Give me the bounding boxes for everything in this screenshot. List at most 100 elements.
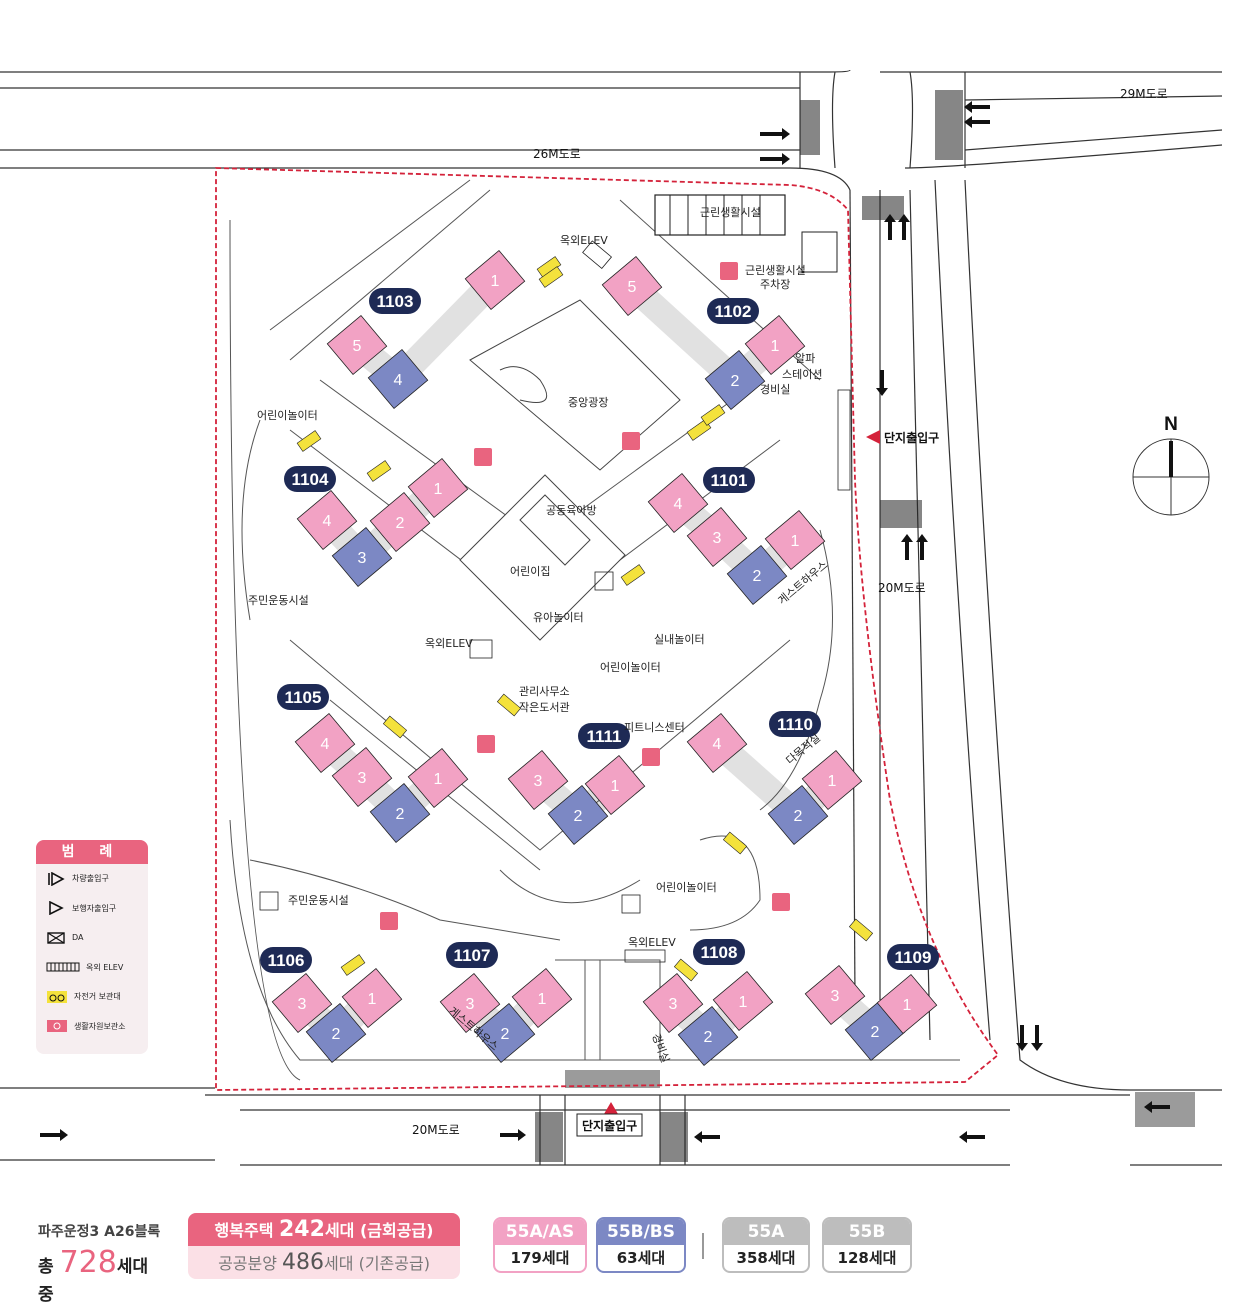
unit-number: 2 — [396, 806, 405, 823]
happy-housing-row: 행복주택 242세대 (금회공급) — [188, 1213, 460, 1246]
unit-block — [407, 457, 469, 519]
unit-number: 1 — [739, 994, 748, 1011]
block-name: 파주운정3 A26블록 — [38, 1224, 161, 1240]
label-commercial-parking: 근린생활시설 — [745, 263, 806, 277]
vehicle-entrance-icon — [48, 871, 65, 886]
unit-number: 5 — [353, 338, 362, 355]
unit-number: 2 — [501, 1026, 510, 1043]
unit-block — [704, 349, 766, 411]
type-chip-55b-bs: 55B/BS 63세대 — [596, 1217, 686, 1273]
unit-number: 2 — [574, 808, 583, 825]
road-label-20m-south: 20M도로 — [412, 1123, 460, 1137]
unit-number: 2 — [753, 568, 762, 585]
legend-label: DA — [72, 933, 84, 943]
label-alpha-station: 알파 — [795, 351, 815, 365]
type-chip-55a-as: 55A/AS 179세대 — [493, 1217, 587, 1273]
unit-number: 2 — [396, 515, 405, 532]
unit-number: 4 — [321, 736, 330, 753]
unit-number: 1 — [434, 481, 443, 498]
unit-block — [296, 489, 358, 551]
unit-block — [686, 506, 748, 568]
unit-block — [876, 973, 938, 1035]
total-count: 728 — [59, 1245, 117, 1280]
building-number: 1103 — [377, 292, 414, 311]
unit-block — [642, 972, 704, 1034]
unit-number: 1 — [791, 533, 800, 550]
unit-number: 1 — [903, 997, 912, 1014]
unit-number: 1 — [611, 778, 620, 795]
unit-number: 4 — [713, 736, 722, 753]
unit-block — [511, 967, 573, 1029]
legend-item-pedestrian-entrance: 보행자출입구 — [36, 894, 148, 924]
building-number: 1101 — [711, 471, 748, 490]
unit-block — [601, 255, 663, 317]
supply-breakdown: 행복주택 242세대 (금회공급) 공공분양 486세대 (기존공급) — [188, 1213, 460, 1279]
unit-block — [407, 747, 469, 809]
unit-block — [369, 491, 431, 553]
building-badge — [703, 467, 755, 493]
public-sale-row: 공공분양 486세대 (기존공급) — [188, 1246, 460, 1279]
label-guard-top: 경비실 — [760, 383, 790, 396]
label-childcare: 공동육아방 — [546, 504, 597, 517]
road-label-29m: 29M도로 — [1120, 87, 1168, 101]
outdoor-elev-icon — [46, 962, 80, 972]
unit-block — [439, 972, 501, 1034]
unit-block — [686, 712, 748, 774]
compass: N — [1132, 414, 1210, 516]
unit-number: 4 — [674, 496, 683, 513]
legend: 범 례 차량출입구 보행자출입구 DA 옥외 ELEV 자전거 보관대 생활자원… — [36, 840, 148, 1054]
building-badge — [260, 947, 312, 973]
unit-number: 3 — [298, 996, 307, 1013]
unit-number: 2 — [871, 1024, 880, 1041]
label-resident-sports-1: 주민운동시설 — [248, 594, 309, 607]
label-office: 관리사무소 — [519, 685, 570, 698]
building-number: 1110 — [777, 715, 813, 734]
legend-item-vehicle-entrance: 차량출입구 — [36, 864, 148, 894]
building-badge — [693, 939, 745, 965]
label-office-2: 작은도서관 — [519, 701, 570, 714]
label-commercial-parking-2: 주차장 — [760, 278, 790, 291]
unit-block — [341, 967, 403, 1029]
legend-item-outdoor-elev: 옥외 ELEV — [36, 953, 148, 983]
unit-number: 3 — [713, 530, 722, 547]
legend-label: 생활자원보관소 — [74, 1021, 126, 1031]
label-commercial: 근린생활시설 — [700, 205, 761, 219]
unit-number: 1 — [434, 771, 443, 788]
legend-item-recycle-storage: 생활자원보관소 — [36, 1012, 148, 1042]
unit-block — [801, 749, 863, 811]
unit-block — [712, 970, 774, 1032]
unit-block — [367, 348, 429, 410]
unit-number: 2 — [704, 1029, 713, 1046]
type-chip-55b: 55B 128세대 — [822, 1217, 912, 1273]
divider — [702, 1233, 704, 1259]
label-outdoor-elev-south: 옥외ELEV — [628, 936, 676, 949]
unit-block — [294, 712, 356, 774]
unit-number: 3 — [358, 770, 367, 787]
unit-block — [647, 472, 709, 534]
unit-number: 1 — [828, 773, 837, 790]
unit-number: 3 — [831, 988, 840, 1005]
unit-block — [677, 1005, 739, 1067]
compass-n-label: N — [1164, 414, 1178, 435]
type-chip-55a: 55A 358세대 — [722, 1217, 810, 1273]
building-badge — [284, 466, 336, 492]
unit-number: 5 — [628, 279, 637, 296]
building-number: 1108 — [701, 943, 738, 962]
unit-number: 4 — [323, 513, 332, 530]
unit-block — [305, 1002, 367, 1064]
building-badge — [369, 288, 421, 314]
building-number: 1104 — [292, 470, 329, 489]
recycle-storage-icon — [47, 1020, 67, 1033]
building-number: 1107 — [454, 946, 491, 965]
label-indoor-play: 실내놀이터 — [654, 633, 705, 646]
unit-block — [474, 1002, 536, 1064]
unit-block — [764, 509, 826, 571]
building-number: 1109 — [895, 948, 932, 967]
label-playground-mid: 어린이놀이터 — [600, 661, 661, 674]
unit-block — [726, 544, 788, 606]
